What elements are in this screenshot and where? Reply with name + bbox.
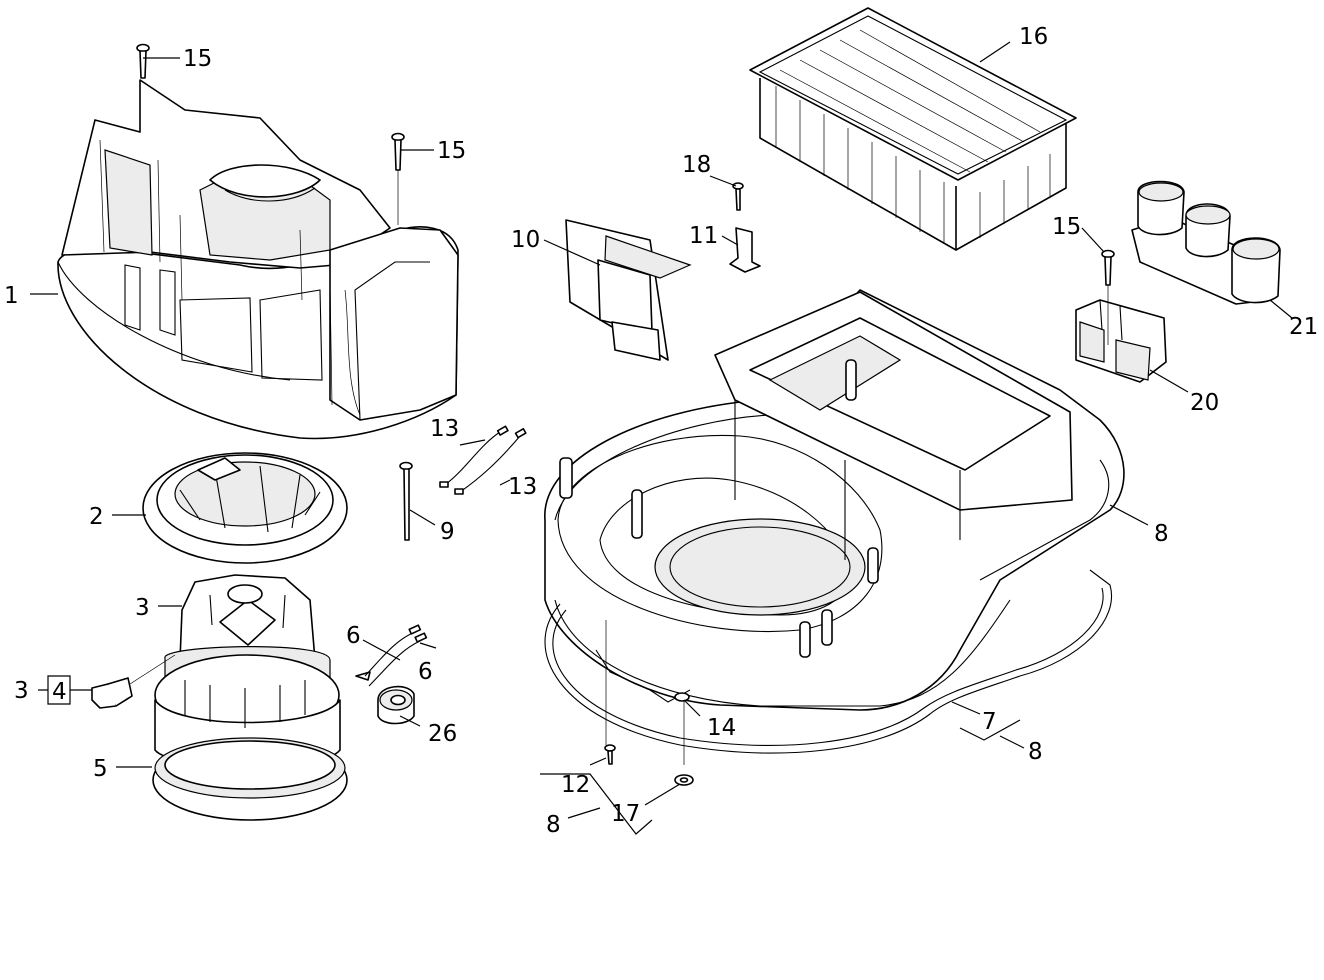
callout-26: 26 bbox=[428, 721, 457, 747]
callout-13-upper: 13 bbox=[430, 416, 459, 442]
callout-8-bottom-right: 8 bbox=[1028, 739, 1043, 765]
part-4-connector bbox=[91, 654, 176, 709]
part-21-hose-holder bbox=[1131, 180, 1281, 305]
callout-8-bottom-left: 8 bbox=[546, 812, 561, 838]
callout-16: 16 bbox=[1019, 24, 1048, 50]
callout-6-lower: 6 bbox=[418, 659, 433, 685]
callout-3-connector: 3 bbox=[14, 678, 29, 704]
callout-14: 14 bbox=[707, 715, 736, 741]
screw-15-left bbox=[136, 43, 150, 79]
callout-13-lower: 13 bbox=[508, 474, 537, 500]
part-9-long-screw bbox=[399, 461, 413, 541]
callout-4: 4 bbox=[52, 679, 67, 705]
part-13-cable bbox=[439, 425, 527, 495]
callout-7: 7 bbox=[982, 709, 997, 735]
part-6-cable bbox=[355, 624, 428, 687]
part-11-bracket bbox=[729, 227, 761, 273]
part-20-accessory-holder bbox=[1075, 299, 1167, 383]
part-14-clip bbox=[595, 620, 691, 765]
callout-17: 17 bbox=[611, 801, 640, 827]
callout-labels: 1 15 15 2 3 3 4 5 6 6 26 9 13 13 10 18 1… bbox=[4, 24, 1318, 838]
callout-2: 2 bbox=[89, 504, 104, 530]
callout-15-right: 15 bbox=[1052, 214, 1081, 240]
leader-lines bbox=[30, 41, 1293, 835]
screw-15-right bbox=[391, 132, 405, 225]
callout-8-right: 8 bbox=[1154, 521, 1169, 547]
part-12-screw bbox=[604, 744, 616, 765]
part-2-motor-ring bbox=[142, 452, 348, 564]
callout-11: 11 bbox=[689, 223, 718, 249]
part-17-washer bbox=[674, 774, 694, 786]
callout-9: 9 bbox=[440, 519, 455, 545]
part-18-screw bbox=[732, 182, 744, 211]
callout-6-upper: 6 bbox=[346, 623, 361, 649]
part-16-filter bbox=[749, 7, 1077, 251]
part-1-upper-housing bbox=[57, 79, 459, 440]
part-10-electronics-board bbox=[565, 219, 692, 361]
part-7-base-seal bbox=[544, 569, 1112, 754]
callout-3-motor: 3 bbox=[135, 595, 150, 621]
part-5-motor-seal bbox=[152, 737, 348, 821]
callout-5: 5 bbox=[93, 756, 108, 782]
callout-12: 12 bbox=[561, 772, 590, 798]
callout-10: 10 bbox=[511, 227, 540, 253]
callout-15-top: 15 bbox=[183, 46, 212, 72]
part-8-base-housing bbox=[544, 289, 1125, 711]
callout-21: 21 bbox=[1289, 314, 1318, 340]
callout-1: 1 bbox=[4, 283, 19, 309]
callout-20: 20 bbox=[1190, 390, 1219, 416]
part-26-ferrite-ring bbox=[377, 685, 415, 725]
callout-15-mid: 15 bbox=[437, 138, 466, 164]
callout-18: 18 bbox=[682, 152, 711, 178]
screw-15-holder bbox=[1101, 249, 1115, 345]
